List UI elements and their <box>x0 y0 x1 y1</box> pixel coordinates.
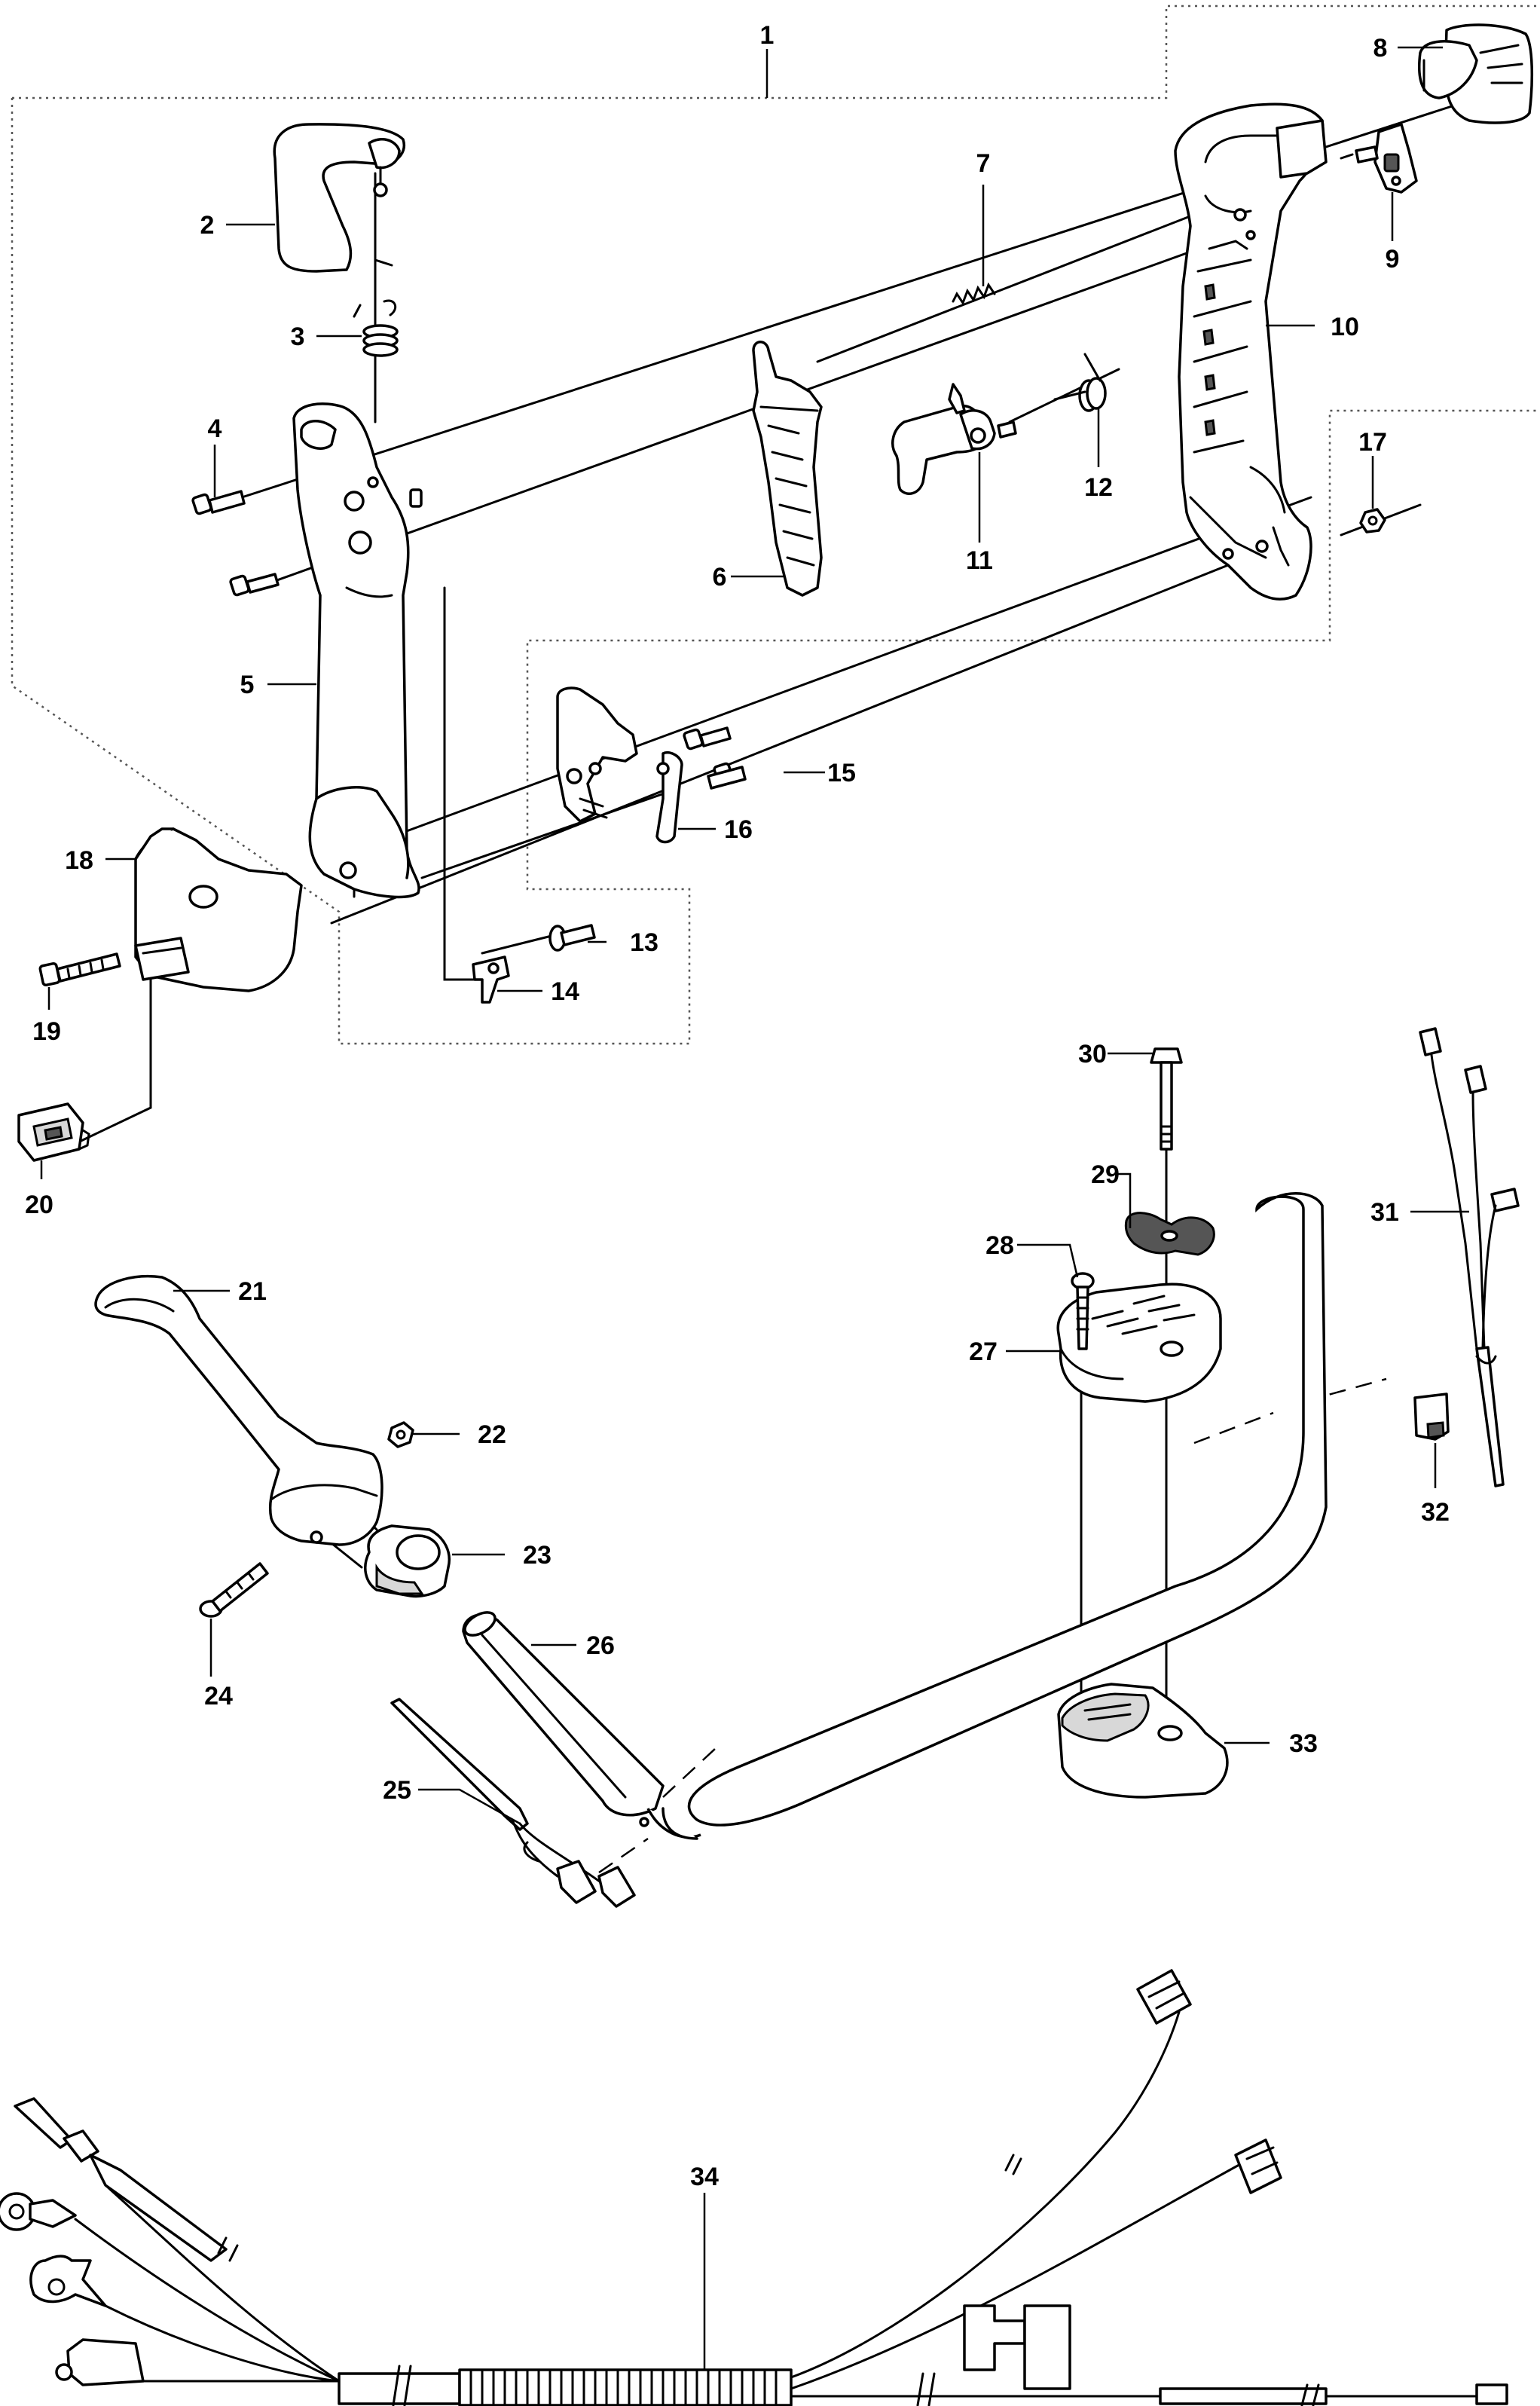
switch-icon <box>17 1102 90 1162</box>
callout-label: 21 <box>238 1277 267 1306</box>
callout-label: 18 <box>65 846 93 875</box>
clip-icon <box>472 955 510 1004</box>
wiring-harness-icon <box>1419 1027 1520 1487</box>
callout-label: 3 <box>291 323 305 351</box>
handle-half-right-icon <box>1174 102 1328 601</box>
callout-label: 33 <box>1289 1729 1318 1758</box>
callout-label: 12 <box>1084 473 1113 502</box>
callout-label: 27 <box>969 1338 998 1366</box>
callout-label: 28 <box>985 1231 1014 1260</box>
callout-label: 1 <box>760 21 775 50</box>
bolt-icon <box>1150 1047 1183 1151</box>
wiring-harness-icon <box>0 1969 1508 2406</box>
callout-label: 20 <box>25 1191 53 1219</box>
callout-label: 14 <box>551 977 579 1006</box>
callout-label: 2 <box>200 211 215 240</box>
screw-icon <box>191 490 280 597</box>
callout-label: 9 <box>1386 245 1400 274</box>
nut-icon <box>1359 508 1386 533</box>
callout-label: 6 <box>713 563 727 592</box>
callout-label: 19 <box>32 1017 61 1046</box>
throttle-trigger-icon <box>891 383 1017 495</box>
callout-label: 32 <box>1421 1498 1450 1527</box>
callout-label: 10 <box>1331 313 1359 341</box>
callout-labels: 1 2 3 4 5 6 7 8 9 10 11 12 13 14 15 16 1… <box>25 21 1450 2191</box>
sleeve-icon <box>462 1611 665 1827</box>
throttle-lockout-icon <box>752 341 823 597</box>
callout-label: 5 <box>240 671 255 699</box>
callout-label: 29 <box>1091 1160 1120 1189</box>
callout-label: 24 <box>204 1682 233 1710</box>
callout-label: 31 <box>1370 1198 1399 1227</box>
callout-label: 11 <box>966 546 993 575</box>
screw-icon <box>199 1562 269 1618</box>
spring-icon <box>952 282 996 306</box>
callout-label: 23 <box>523 1541 552 1570</box>
spring-icon <box>353 258 399 357</box>
callout-label: 25 <box>383 1776 411 1805</box>
callout-label: 16 <box>724 815 753 844</box>
torsion-spring-icon <box>1053 353 1107 412</box>
callout-label: 22 <box>478 1420 506 1449</box>
screw-icon <box>38 952 121 987</box>
callout-label: 15 <box>827 759 856 787</box>
leader-lines <box>40 46 1469 2370</box>
left-grip-icon <box>94 1275 383 1546</box>
handle-bracket-icon <box>134 827 303 992</box>
clip-icon <box>1413 1393 1450 1441</box>
callout-label: 7 <box>976 149 991 178</box>
clamp-knob-icon <box>364 1524 451 1598</box>
callout-label: 13 <box>630 928 658 957</box>
wing-nut-icon <box>1124 1212 1215 1256</box>
lever-icon <box>556 686 683 844</box>
handle-cap-icon <box>1418 23 1533 124</box>
group-outline <box>11 5 1537 1045</box>
handle-half-left-icon <box>292 402 423 899</box>
stop-switch-icon <box>1340 123 1418 194</box>
nut-icon <box>387 1421 414 1448</box>
callout-label: 30 <box>1078 1040 1107 1068</box>
callout-label: 4 <box>208 414 222 443</box>
clamp-lower-icon <box>1057 1683 1229 1799</box>
callout-label: 34 <box>690 2163 719 2191</box>
callout-label: 8 <box>1373 34 1388 63</box>
cable-icon <box>390 1698 636 1908</box>
callout-label: 17 <box>1358 428 1387 457</box>
screw-icon <box>683 726 747 790</box>
handlebar-tube-icon <box>646 1192 1328 1840</box>
callout-label: 26 <box>586 1631 615 1660</box>
screw-icon <box>548 924 596 952</box>
throttle-cap-icon <box>273 123 405 273</box>
